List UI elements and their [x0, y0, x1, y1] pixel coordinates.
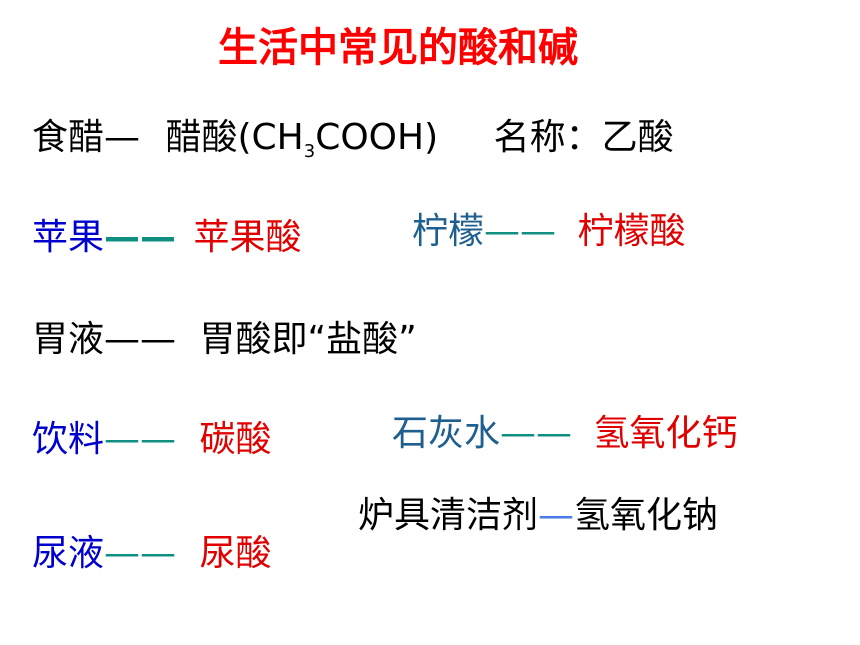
limewater-label: 石灰水 [392, 413, 501, 454]
uric-acid-label: 尿酸 [199, 533, 272, 574]
malic-acid-label: 苹果酸 [193, 217, 302, 258]
row-gastric: 胃液—— 胃酸即“盐酸” [32, 322, 417, 358]
sodium-hydroxide-label: 氢氧化钠 [574, 495, 719, 536]
vinegar-label: 食醋— [32, 117, 141, 158]
lemon-dash: —— [484, 211, 557, 252]
row-cleaner: 炉具清洁剂—氢氧化钠 [358, 498, 718, 534]
page-title: 生活中常见的酸和碱 [218, 25, 578, 71]
acetic-acid-name: 名称：乙酸 [493, 117, 674, 158]
row-limewater: 石灰水—— 氢氧化钙 [392, 416, 737, 452]
cleaner-label: 炉具清洁剂 [358, 495, 539, 536]
row-apple: 苹果—— 苹果酸 [32, 220, 301, 256]
drink-label: 饮料 [32, 419, 105, 460]
row-urine: 尿液—— 尿酸 [32, 536, 271, 572]
urine-label: 尿液 [32, 533, 105, 574]
limewater-dash: —— [500, 413, 573, 454]
calcium-hydroxide-label: 氢氧化钙 [593, 413, 738, 454]
lemon-label: 柠檬 [412, 211, 485, 252]
hydrochloric-acid-label: 胃酸即“盐酸” [199, 319, 417, 360]
citric-acid-label: 柠檬酸 [577, 211, 686, 252]
cleaner-dash: — [538, 495, 575, 536]
drink-dash: —— [104, 419, 177, 460]
row-drink: 饮料—— 碳酸 [32, 422, 271, 458]
carbonic-acid-label: 碳酸 [199, 419, 272, 460]
gastric-juice-label: 胃液—— [32, 319, 177, 360]
acetic-acid-label: 醋酸(CH3COOH) [165, 117, 439, 162]
row-lemon: 柠檬—— 柠檬酸 [412, 214, 685, 250]
apple-label: 苹果 [32, 217, 105, 258]
apple-dash: —— [104, 217, 177, 258]
row-vinegar: 食醋— 醋酸(CH3COOH) 名称：乙酸 [32, 120, 674, 161]
urine-dash: —— [104, 533, 177, 574]
